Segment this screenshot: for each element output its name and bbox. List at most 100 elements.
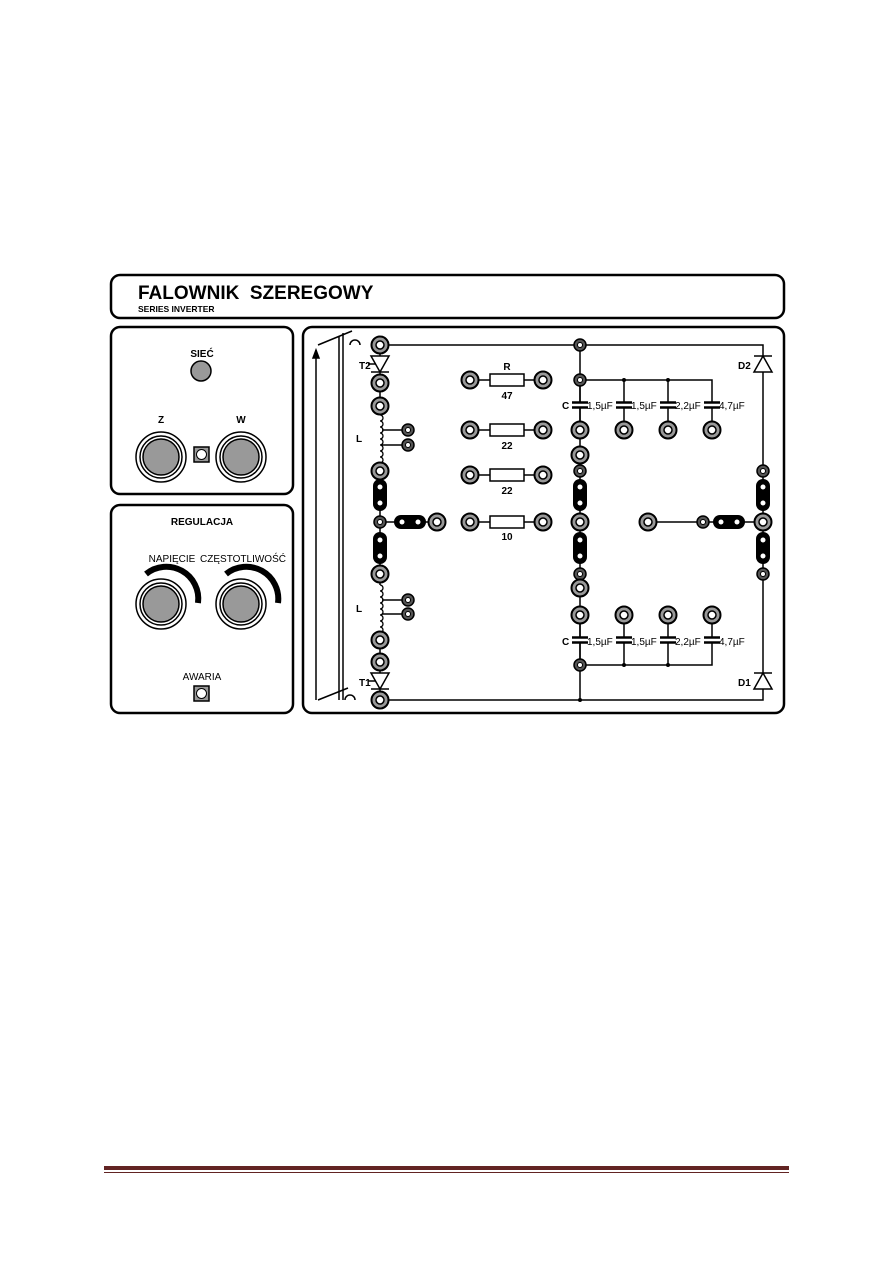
jumper-link[interactable] (756, 532, 770, 564)
resistor-value: 10 (501, 532, 513, 543)
terminal-socket[interactable] (533, 370, 553, 390)
off-button[interactable] (215, 431, 267, 483)
terminal-socket[interactable] (702, 420, 722, 440)
terminal-socket[interactable] (460, 370, 480, 390)
terminal-socket[interactable] (460, 420, 480, 440)
small-socket[interactable] (573, 464, 587, 478)
frequency-label: CZĘSTOTLIWOŚĆ (200, 552, 286, 565)
terminal-socket[interactable] (533, 465, 553, 485)
small-socket[interactable] (373, 515, 387, 529)
terminal-socket[interactable] (570, 420, 590, 440)
terminal-socket[interactable] (533, 420, 553, 440)
terminal-socket[interactable] (570, 605, 590, 625)
resistor-icon (489, 373, 525, 387)
jumper-link[interactable] (573, 532, 587, 564)
terminal-socket[interactable] (370, 335, 390, 355)
terminal-socket[interactable] (370, 396, 390, 416)
small-socket[interactable] (573, 567, 587, 581)
panel-subtitle: SERIES INVERTER (138, 304, 215, 314)
capacitor-icon (704, 636, 720, 644)
cap-value: 2,2µF (675, 401, 701, 412)
power-panel (109, 325, 295, 496)
control-title: REGULACJA (171, 517, 233, 528)
terminal-socket[interactable] (658, 420, 678, 440)
terminal-socket[interactable] (753, 512, 773, 532)
thyristor-t2-icon (368, 355, 391, 374)
cap-value: 1,5µF (631, 401, 657, 412)
small-socket[interactable] (756, 567, 770, 581)
junction-dot (622, 663, 626, 667)
terminal-socket[interactable] (370, 690, 390, 710)
terminal-socket[interactable] (638, 512, 658, 532)
junction-dot (622, 378, 626, 382)
jumper-link[interactable] (394, 515, 426, 529)
capacitor-icon (660, 401, 676, 409)
footer-rule-thin (104, 1172, 789, 1173)
d1-label: D1 (738, 678, 751, 689)
cap-value: 1,5µF (587, 401, 613, 412)
on-button[interactable] (135, 431, 187, 483)
small-socket[interactable] (696, 515, 710, 529)
cap-top-label: C (562, 401, 569, 412)
small-socket[interactable] (573, 658, 587, 672)
diode-d1-icon (752, 671, 774, 690)
capacitor-icon (616, 636, 632, 644)
power-indicator (193, 446, 210, 463)
frequency-knob[interactable] (215, 563, 282, 630)
resistor-value: 22 (501, 486, 513, 497)
terminal-socket[interactable] (370, 461, 390, 481)
inductor-coil-icon (378, 414, 384, 464)
small-socket[interactable] (573, 373, 587, 387)
jumper-link[interactable] (713, 515, 745, 529)
inductor-bottom-label: L (356, 604, 362, 615)
terminal-socket[interactable] (533, 512, 553, 532)
footer-rule (104, 1166, 789, 1170)
small-socket[interactable] (401, 423, 415, 437)
mains-label: SIEĆ (190, 347, 213, 360)
terminal-socket[interactable] (658, 605, 678, 625)
jumper-link[interactable] (373, 532, 387, 564)
terminal-socket[interactable] (370, 630, 390, 650)
resistor-label: R (503, 362, 511, 373)
terminal-socket[interactable] (614, 605, 634, 625)
terminal-socket[interactable] (370, 373, 390, 393)
small-socket[interactable] (401, 607, 415, 621)
w-label: W (236, 415, 246, 426)
terminal-socket[interactable] (570, 578, 590, 598)
cap-value: 2,2µF (675, 637, 701, 648)
terminal-socket[interactable] (570, 445, 590, 465)
capacitor-icon (572, 401, 588, 409)
control-panel (109, 503, 295, 715)
terminal-socket[interactable] (427, 512, 447, 532)
jumper-link[interactable] (573, 479, 587, 511)
cap-value: 4,7µF (719, 637, 745, 648)
jumper-link[interactable] (756, 479, 770, 511)
terminal-socket[interactable] (370, 652, 390, 672)
diode-d2-icon (752, 354, 774, 373)
thyristor-t1-icon (368, 672, 391, 691)
capacitor-icon (704, 401, 720, 409)
terminal-socket[interactable] (460, 512, 480, 532)
small-socket[interactable] (401, 438, 415, 452)
capacitor-icon (660, 636, 676, 644)
terminal-socket[interactable] (702, 605, 722, 625)
small-socket[interactable] (756, 464, 770, 478)
panel-title: FALOWNIK SZEREGOWY (138, 283, 374, 304)
terminal-socket[interactable] (370, 564, 390, 584)
voltage-knob[interactable] (135, 563, 202, 630)
fault-label: AWARIA (183, 672, 222, 683)
jumper-link[interactable] (373, 479, 387, 511)
cap-bottom-label: C (562, 637, 569, 648)
resistor-icon (489, 515, 525, 529)
small-socket[interactable] (573, 338, 587, 352)
inductor-top-label: L (356, 434, 362, 445)
junction-dot (666, 663, 670, 667)
t1-label: T1 (359, 678, 371, 689)
mains-lamp (190, 360, 212, 382)
terminal-socket[interactable] (614, 420, 634, 440)
cap-value: 1,5µF (587, 637, 613, 648)
terminal-socket[interactable] (570, 512, 590, 532)
terminal-socket[interactable] (460, 465, 480, 485)
small-socket[interactable] (401, 593, 415, 607)
